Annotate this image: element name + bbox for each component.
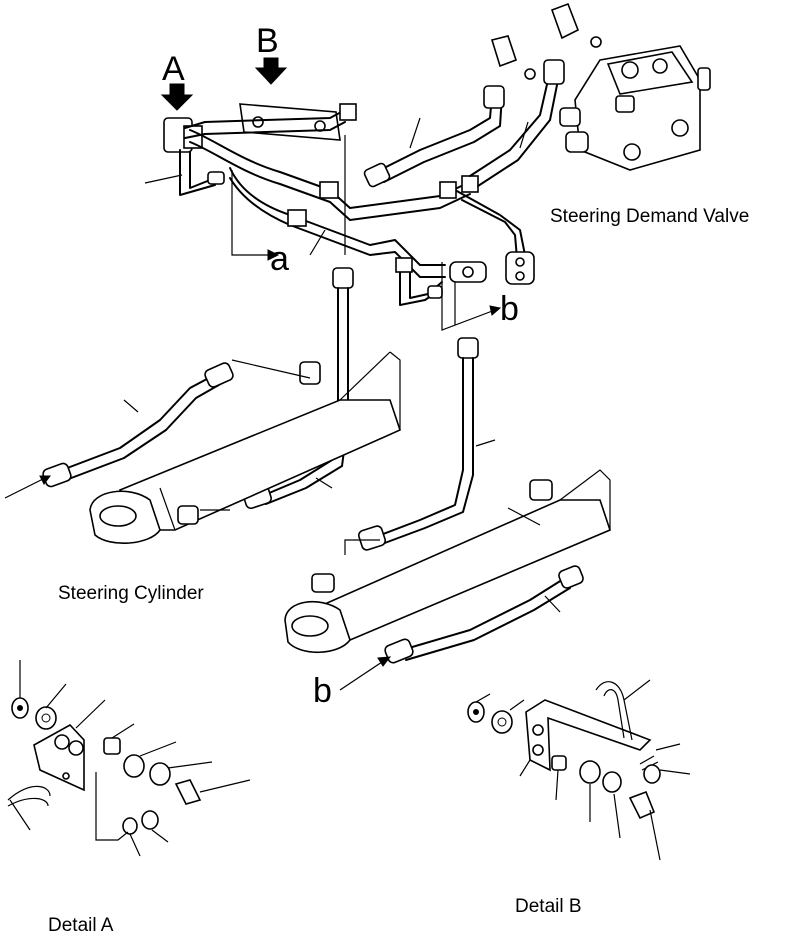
hose-fitting <box>363 162 391 188</box>
hose-fitting <box>384 638 414 664</box>
elbow-fitting <box>550 2 580 40</box>
arrowhead <box>39 475 51 485</box>
pipe-clamp <box>287 209 307 227</box>
hose-fitting <box>357 525 387 551</box>
hose-fitting <box>457 337 479 359</box>
elbow-fitting <box>490 35 518 68</box>
detail-a <box>7 660 251 857</box>
view-marker-a: A <box>160 50 194 111</box>
pipe-clamp <box>339 103 357 121</box>
hose-fitting <box>204 362 234 388</box>
caption-detail-b: Detail B <box>515 896 582 917</box>
hose-fitting <box>483 85 505 109</box>
detail-b <box>467 679 691 861</box>
arrowhead <box>267 249 280 261</box>
view-marker-b: B <box>254 22 288 85</box>
view-arrow-a <box>160 83 194 111</box>
point-label-b-upper: b <box>500 290 519 328</box>
steering-cylinder-left <box>89 351 401 545</box>
arrowhead <box>377 656 392 667</box>
o-ring <box>590 36 602 48</box>
caption-steering-cylinder: Steering Cylinder <box>58 583 204 604</box>
steering-cylinder-right <box>284 469 611 653</box>
steering-demand-valve <box>559 45 711 171</box>
pipe-fitting <box>427 285 443 299</box>
upper-pipe-harness <box>163 103 535 306</box>
callout-lines <box>4 117 561 691</box>
view-arrow-b <box>254 57 288 85</box>
pipe-fitting <box>207 171 225 185</box>
o-ring <box>524 68 536 80</box>
caption-detail-a: Detail A <box>48 915 114 933</box>
pipe-clamp <box>439 181 457 199</box>
arrowhead <box>489 305 502 316</box>
caption-steering-demand-valve: Steering Demand Valve <box>550 206 749 227</box>
pipe-clamp <box>395 257 413 273</box>
hose-fitting <box>332 267 354 289</box>
view-label-a: A <box>162 50 185 88</box>
hose-fitting <box>558 565 584 589</box>
bracket-bolt <box>252 116 264 128</box>
pipe-clamp <box>461 175 479 193</box>
point-label-a: a <box>270 240 289 278</box>
hose-fitting <box>42 462 72 488</box>
point-label-b-lower: b <box>313 672 332 710</box>
valve-supply-hoses <box>363 2 602 188</box>
hose-fitting <box>543 59 565 85</box>
detail-b-bracket <box>525 699 652 772</box>
pipe-clamp <box>319 181 339 199</box>
detail-a-bracket <box>33 723 85 792</box>
cylinder-hoses <box>42 267 584 664</box>
pipe-fitting <box>505 251 535 285</box>
view-label-b: B <box>256 22 279 60</box>
